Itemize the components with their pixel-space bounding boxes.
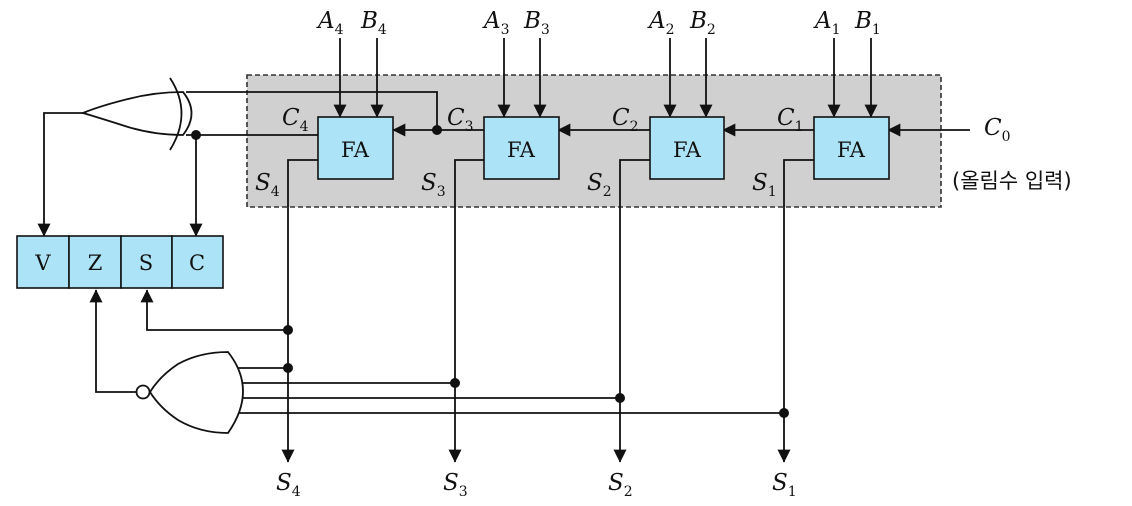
s2-wire [613,159,650,463]
xor-to-v-flag-wire [37,112,83,237]
carry-in-note: (올림수 입력) [952,169,1072,193]
flag-z-cell [68,235,122,289]
output-s1-label: S1 [772,470,797,500]
s4-to-s-flag-wire [140,289,288,331]
input-a3-label: A3 [482,8,510,38]
output-s2-label: S2 [608,470,633,500]
junction-s3-nor [450,378,460,388]
flag-z-label: Z [88,251,103,275]
s3-wire [448,159,484,463]
s1-wire [777,159,814,463]
sum-s2-inner-label: S2 [587,170,612,200]
carry-c3-label: C3 [447,105,474,135]
full-adder-1 [813,116,890,180]
flag-c-label: C [189,251,205,275]
input-a4-label: A4 [316,8,344,38]
nor-gate [148,351,244,434]
fa2-label: FA [673,138,702,162]
nor-to-z-flag-wire [89,289,136,393]
flag-v-cell [16,235,70,289]
full-adder-2 [649,116,725,180]
fa1-label: FA [837,138,866,162]
carry-c1-label: C1 [777,105,804,135]
full-adder-4 [317,116,394,180]
input-b1-label: B1 [854,8,881,38]
flag-s-cell [120,235,173,289]
junction-s4-nor [283,363,293,373]
sum-s4-inner-label: S4 [255,170,280,200]
carry-c0-label: C0 [984,115,1011,145]
carry-c2-label: C2 [612,105,639,135]
nor-gate-bubble [135,384,151,400]
xor-gate [80,91,193,136]
output-s4-label: S4 [276,470,301,500]
input-a1-label: A1 [813,8,841,38]
junction-s2-nor [615,393,625,403]
junction-s1-nor [779,408,789,418]
sum-s1-inner-label: S1 [752,170,777,200]
flag-c-cell [171,235,224,289]
junction-c3 [432,125,442,135]
full-adder-3 [483,116,560,180]
input-b2-label: B2 [689,8,716,38]
s4-wire [281,159,318,463]
flag-v-label: V [34,251,51,275]
junction-s4-flag [283,325,293,335]
output-s3-label: S3 [443,470,468,500]
c3-to-xor-wire [186,91,438,130]
input-a2-label: A2 [647,8,675,38]
fa3-label: FA [507,138,536,162]
xor-gate-input-arc [169,77,183,151]
fa4-label: FA [341,138,370,162]
carry-c4-label: C4 [282,105,309,135]
input-b3-label: B3 [523,8,550,38]
flag-s-label: S [139,251,153,275]
input-b4-label: B4 [360,8,387,38]
sum-s3-inner-label: S3 [421,170,446,200]
